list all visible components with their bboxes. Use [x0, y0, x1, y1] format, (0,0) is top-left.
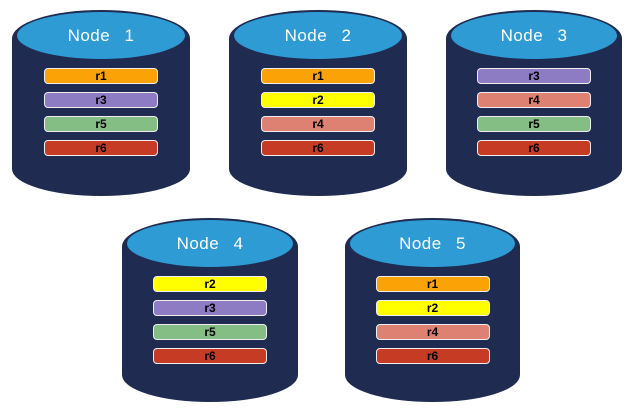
- replica-label: r6: [426, 349, 439, 363]
- node-cylinder-5: Node 5 r1 r2 r4 r6: [345, 218, 520, 402]
- replica-bar-r6: r6: [477, 140, 591, 156]
- replica-label: r3: [528, 69, 540, 83]
- replica-list: r1 r3 r5 r6: [12, 68, 190, 156]
- replica-label: r2: [312, 93, 324, 107]
- replica-label: r5: [528, 117, 540, 131]
- replica-label: r6: [528, 141, 540, 155]
- node-label: Node 2: [284, 25, 352, 45]
- replica-bar-r3: r3: [477, 68, 591, 84]
- cylinder-top-face: Node 1: [17, 12, 185, 59]
- replica-bar-r1: r1: [261, 68, 375, 84]
- node-label: Node 4: [176, 233, 244, 253]
- cylinder-top-rim: Node 4: [122, 218, 298, 275]
- replica-label: r4: [426, 325, 439, 339]
- replica-label: r5: [95, 117, 107, 131]
- replica-bar-r3: r3: [153, 300, 267, 316]
- replica-bar-r2: r2: [261, 92, 375, 108]
- cylinder-top-face: Node 5: [350, 220, 515, 267]
- replica-label: r6: [204, 349, 216, 363]
- cylinder-top-rim: Node 2: [229, 10, 407, 67]
- replica-bar-r4: r4: [477, 92, 591, 108]
- node-cylinder-1: Node 1 r1 r3 r5 r6: [12, 10, 190, 196]
- replica-label: r2: [426, 301, 439, 315]
- replica-bar-r2: r2: [375, 300, 490, 316]
- replica-label: r2: [204, 277, 216, 291]
- replica-bar-r6: r6: [375, 348, 490, 364]
- node-cylinder-3: Node 3 r3 r4 r5 r6: [446, 10, 622, 196]
- replica-bar-r2: r2: [153, 276, 267, 292]
- replica-list: r2 r3 r5 r6: [122, 276, 298, 364]
- cylinder-top-rim: Node 5: [345, 218, 520, 275]
- node-cylinder-2: Node 2 r1 r2 r4 r6: [229, 10, 407, 196]
- replica-label: r4: [528, 93, 540, 107]
- cylinder-top-face: Node 3: [451, 12, 617, 59]
- replica-label: r6: [312, 141, 324, 155]
- replica-bar-r3: r3: [44, 92, 158, 108]
- node-label: Node 1: [67, 25, 135, 45]
- replica-list: r3 r4 r5 r6: [446, 68, 622, 156]
- replica-bar-r4: r4: [261, 116, 375, 132]
- node-cylinder-4: Node 4 r2 r3 r5 r6: [122, 218, 298, 402]
- cylinder-top-face: Node 4: [127, 220, 293, 267]
- replica-bar-r6: r6: [153, 348, 267, 364]
- replica-label: r1: [95, 69, 107, 83]
- node-label: Node 5: [399, 233, 466, 253]
- replica-label: r5: [204, 325, 216, 339]
- replica-bar-r5: r5: [153, 324, 267, 340]
- replica-bar-r5: r5: [44, 116, 158, 132]
- replica-bar-r6: r6: [261, 140, 375, 156]
- replica-label: r1: [312, 69, 324, 83]
- cylinder-top-face: Node 2: [234, 12, 402, 59]
- cylinder-top-rim: Node 3: [446, 10, 622, 67]
- replica-label: r1: [426, 277, 439, 291]
- replica-label: r3: [95, 93, 107, 107]
- replica-bar-r1: r1: [44, 68, 158, 84]
- replica-bar-r6: r6: [44, 140, 158, 156]
- replica-list: r1 r2 r4 r6: [229, 68, 407, 156]
- replica-label: r6: [95, 141, 107, 155]
- replica-bar-r4: r4: [375, 324, 490, 340]
- replica-label: r4: [312, 117, 324, 131]
- node-label: Node 3: [500, 25, 568, 45]
- replica-label: r3: [204, 301, 216, 315]
- replica-list: r1 r2 r4 r6: [345, 276, 520, 364]
- replica-bar-r1: r1: [375, 276, 490, 292]
- cylinder-top-rim: Node 1: [12, 10, 190, 67]
- replica-bar-r5: r5: [477, 116, 591, 132]
